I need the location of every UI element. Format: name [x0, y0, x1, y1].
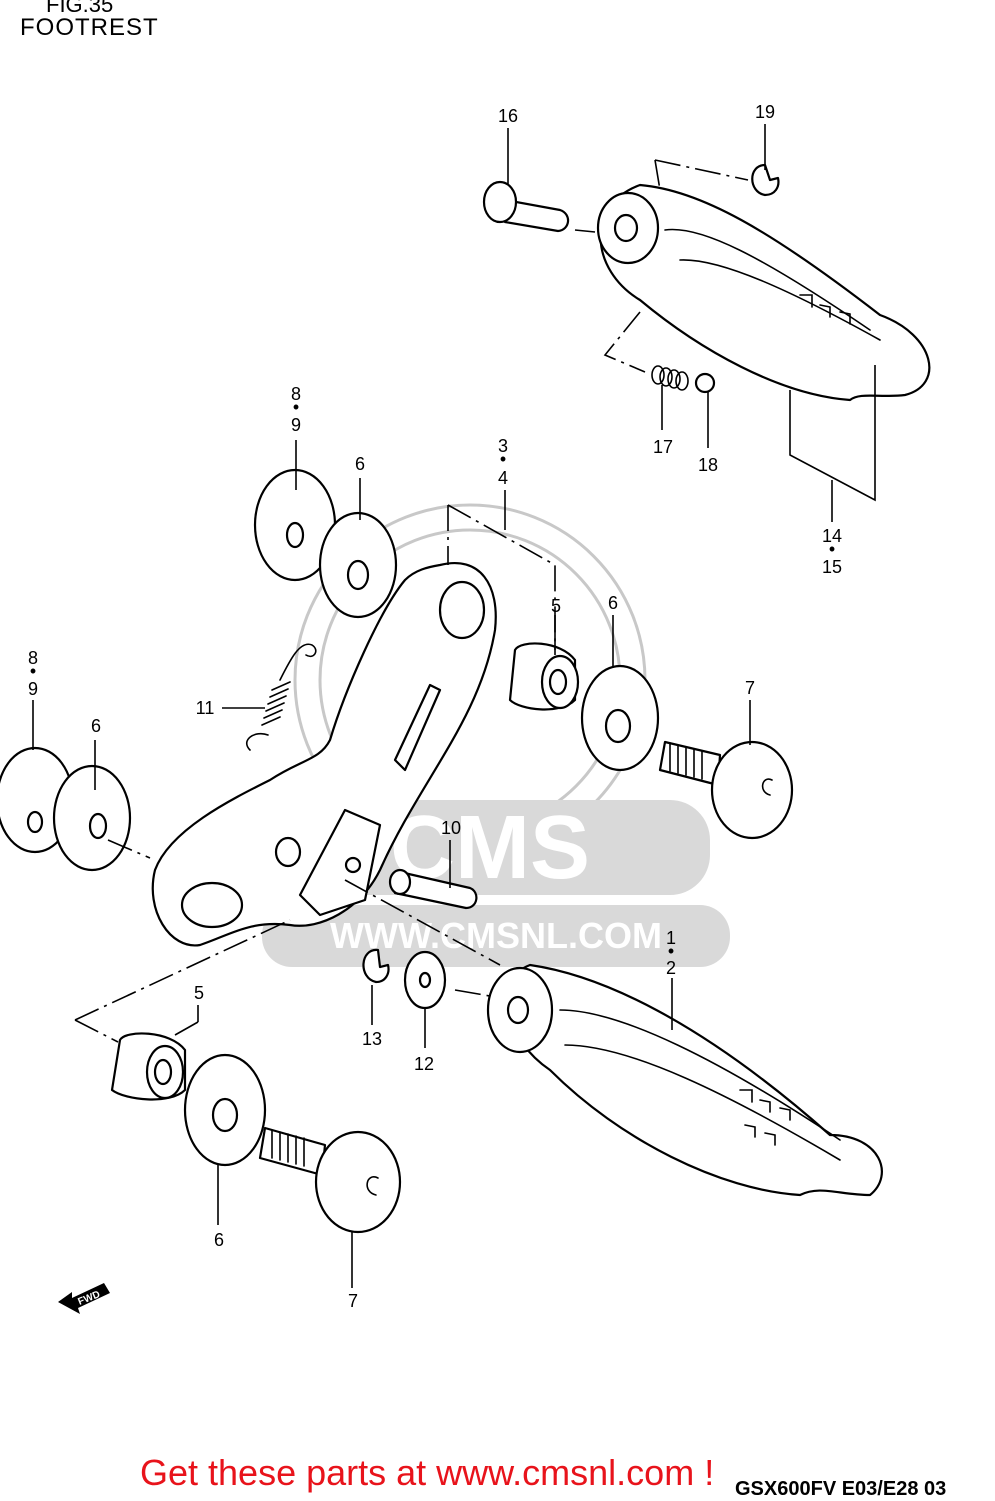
callout-4: 4	[498, 468, 508, 488]
bushing	[110, 1032, 187, 1101]
pivot-pin	[482, 180, 570, 233]
callout-18: 18	[698, 455, 718, 475]
e-ring	[751, 163, 780, 197]
callout-6: 6	[91, 716, 101, 736]
svg-text:•: •	[500, 449, 506, 469]
watermark-site: WWW.CMSNL.COM	[330, 915, 662, 956]
get-parts-link[interactable]: Get these parts at www.cmsnl.com !	[140, 1452, 715, 1493]
callout-10: 10	[441, 818, 461, 838]
callout-8: 8	[28, 648, 38, 668]
svg-text:•: •	[829, 539, 835, 559]
svg-text:•: •	[293, 397, 299, 417]
callout-14: 14	[822, 526, 842, 546]
footrest-bracket	[151, 562, 497, 947]
bushing	[508, 642, 580, 711]
upper-footrest-peg	[596, 183, 931, 402]
mounting-bolt	[258, 1126, 402, 1234]
svg-text:•: •	[30, 661, 36, 681]
return-spring	[245, 643, 317, 751]
callout-7: 7	[348, 1291, 358, 1311]
callout-3: 3	[498, 436, 508, 456]
callout-6: 6	[355, 454, 365, 474]
callout-9: 9	[291, 415, 301, 435]
lower-footrest-peg	[486, 963, 883, 1197]
forward-label: FWD	[77, 1289, 102, 1308]
detent-ball	[694, 372, 716, 394]
svg-text:•: •	[668, 941, 674, 961]
callout-17: 17	[653, 437, 673, 457]
callout-labels: 16 19 17 18 14 • 15 8 • 9 6 3 • 4 5 6 7 …	[28, 102, 842, 1311]
e-ring	[362, 948, 390, 984]
callout-12: 12	[414, 1054, 434, 1074]
callout-15: 15	[822, 557, 842, 577]
callout-2: 2	[666, 958, 676, 978]
figure-subtitle: FOOTREST	[20, 14, 159, 41]
callout-16: 16	[498, 106, 518, 126]
callout-6: 6	[608, 593, 618, 613]
callout-1: 1	[666, 928, 676, 948]
callout-8: 8	[291, 384, 301, 404]
pivot-pin	[388, 868, 478, 910]
callout-5: 5	[551, 596, 561, 616]
mounting-bolt	[658, 740, 794, 840]
leader-lines	[32, 124, 876, 1288]
callout-7: 7	[745, 678, 755, 698]
model-code: GSX600FV E03/E28 03	[735, 1478, 947, 1500]
callout-6: 6	[214, 1230, 224, 1250]
callout-13: 13	[362, 1029, 382, 1049]
callout-9: 9	[28, 679, 38, 699]
figure-title: FIG.35	[46, 0, 114, 17]
detent-spring	[651, 365, 689, 391]
callout-11: 11	[196, 698, 215, 718]
forward-arrow-icon: FWD	[58, 1283, 110, 1314]
callout-19: 19	[755, 102, 775, 122]
callout-5: 5	[194, 983, 204, 1003]
